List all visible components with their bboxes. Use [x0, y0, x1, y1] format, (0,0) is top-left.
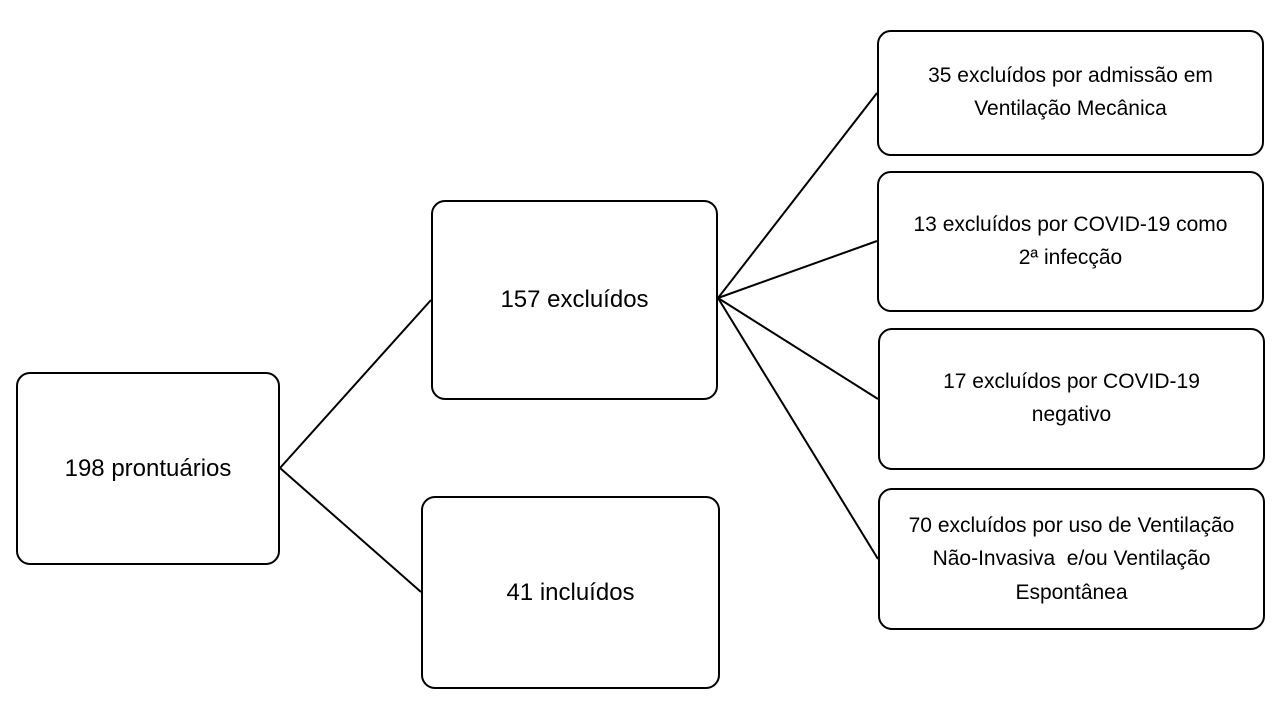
exclusion-reason-line: Espontânea — [1015, 580, 1128, 604]
excluded-node-box: 157 excluídos — [431, 200, 718, 400]
exclusion-reason-box-3: 17 excluídos por COVID-19 negativo — [878, 328, 1265, 470]
exclusion-reason-text: 13 excluídos por COVID-19 como 2ª infecç… — [908, 209, 1234, 274]
connector-excluded-reason-2 — [717, 240, 878, 299]
exclusion-reason-line: 13 excluídos por COVID-19 como — [913, 212, 1228, 236]
exclusion-reason-box-1: 35 excluídos por admissão em Ventilação … — [877, 30, 1264, 156]
excluded-node-label: 157 excluídos — [500, 286, 649, 313]
connector-excluded-reason-1 — [717, 92, 878, 299]
connector-root-excluded — [279, 299, 432, 469]
root-node-label: 198 prontuários — [64, 454, 232, 482]
exclusion-reason-line: 35 excluídos por admissão em — [928, 64, 1213, 88]
exclusion-reason-text: 70 excluídos por uso de Ventilação Não-I… — [903, 509, 1241, 610]
exclusion-reason-line: negativo — [1031, 403, 1112, 426]
included-node-label: 41 incluídos — [506, 578, 635, 606]
exclusion-reason-line: 17 excluídos por COVID-19 — [943, 370, 1200, 394]
exclusion-reason-text: 35 excluídos por admissão em Ventilação … — [922, 60, 1219, 125]
exclusion-reason-line: Não-Invasiva e/ou Ventilação — [932, 547, 1211, 571]
exclusion-reason-line: 2ª infecção — [1018, 245, 1123, 269]
connector-excluded-reason-3 — [717, 297, 879, 400]
exclusion-reason-line: Ventilação Mecânica — [974, 97, 1167, 120]
root-node-box: 198 prontuários — [16, 372, 280, 565]
exclusion-reason-line: 70 excluídos por uso de Ventilação — [908, 513, 1235, 537]
connector-excluded-reason-4 — [717, 297, 879, 560]
exclusion-reason-box-4: 70 excluídos por uso de Ventilação Não-I… — [878, 488, 1265, 630]
exclusion-reason-text: 17 excluídos por COVID-19 negativo — [937, 366, 1206, 431]
included-node-box: 41 incluídos — [421, 496, 720, 689]
exclusion-reason-box-2: 13 excluídos por COVID-19 como 2ª infecç… — [877, 171, 1264, 312]
connector-root-included — [279, 467, 422, 593]
